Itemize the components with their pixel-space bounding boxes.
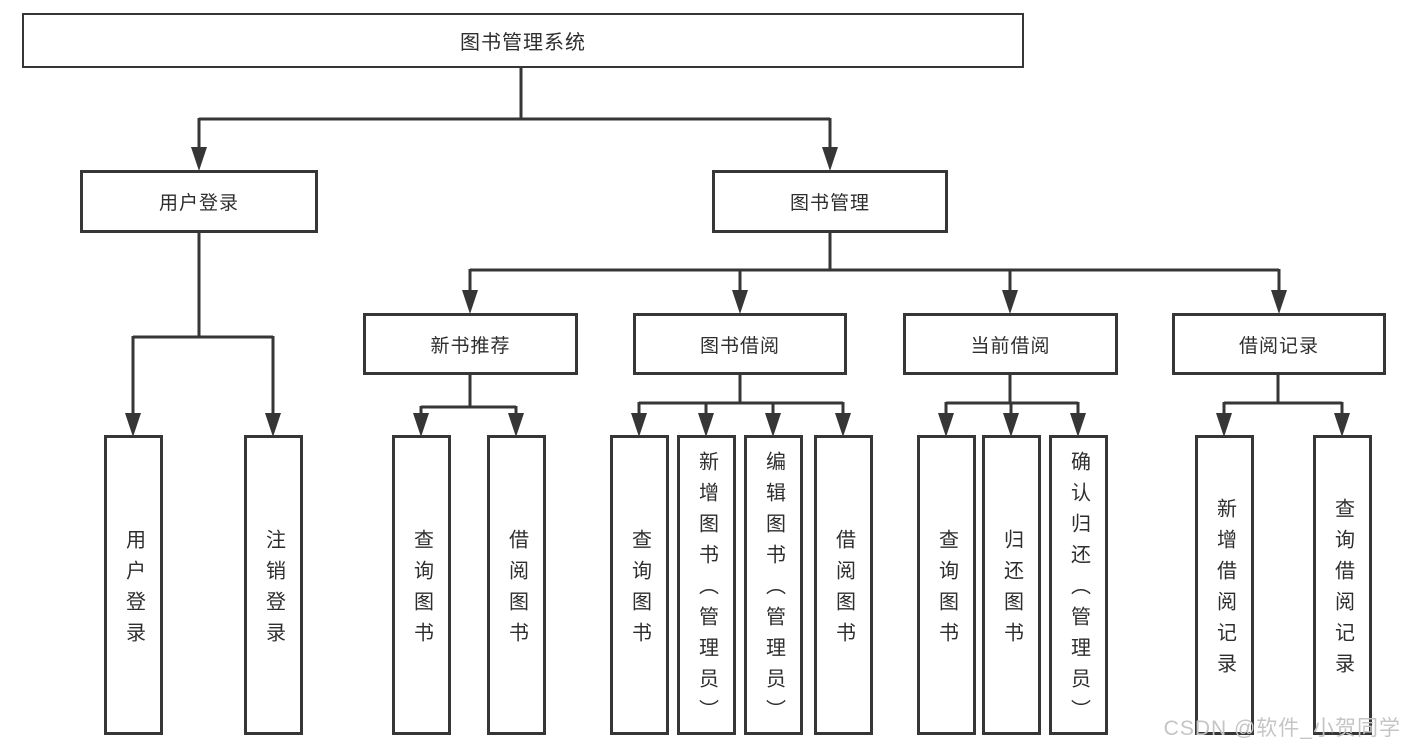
leaf-label: 注销登录 [262, 528, 285, 653]
node-book-management: 图书管理 [712, 170, 948, 233]
leaf-borrow-books: 借阅图书 [814, 435, 873, 735]
node-user-login: 用户登录 [80, 170, 318, 233]
leaf-query-books-current: 查询图书 [917, 435, 976, 735]
leaf-edit-books-admin: 编辑图书（管理员） [744, 435, 803, 735]
leaf-query-borrow-record: 查询借阅记录 [1313, 435, 1372, 735]
connector-current-borrow-to-leaves [938, 374, 1086, 437]
node-current-borrow: 当前借阅 [903, 313, 1118, 375]
leaf-query-books-recommend: 查询图书 [392, 435, 451, 735]
connector-new-book-to-leaves [413, 374, 524, 437]
leaf-query-books-borrow: 查询图书 [610, 435, 669, 735]
leaf-user-login: 用户登录 [104, 435, 163, 735]
connector-user-login-to-leaves [125, 232, 281, 437]
leaf-add-borrow-record: 新增借阅记录 [1195, 435, 1254, 735]
leaf-add-books-admin: 新增图书（管理员） [677, 435, 736, 735]
node-new-book-recommend: 新书推荐 [363, 313, 578, 375]
node-book-borrow: 图书借阅 [633, 313, 847, 375]
leaf-label: 查询图书 [410, 528, 433, 653]
connector-book-mgmt-to-level3 [462, 232, 1287, 314]
leaf-label: 借阅图书 [832, 528, 855, 653]
leaf-label: 确认归还（管理员） [1067, 451, 1090, 730]
csdn-watermark: CSDN @软件_小贺同学 [1163, 717, 1401, 740]
leaf-label: 借阅图书 [505, 528, 528, 653]
leaf-label: 查询图书 [935, 528, 958, 653]
node-root-system: 图书管理系统 [22, 13, 1024, 68]
leaf-label: 查询图书 [628, 528, 651, 653]
leaf-label: 新增图书（管理员） [695, 451, 718, 730]
leaf-label: 查询借阅记录 [1331, 497, 1354, 684]
leaf-label: 新增借阅记录 [1213, 497, 1236, 684]
leaf-confirm-return-admin: 确认归还（管理员） [1049, 435, 1108, 735]
connector-book-borrow-to-leaves [631, 374, 851, 437]
leaf-borrow-books-recommend: 借阅图书 [487, 435, 546, 735]
connector-borrow-record-to-leaves [1216, 374, 1350, 437]
leaf-label: 用户登录 [122, 528, 145, 653]
connector-root-to-level2 [191, 67, 838, 171]
node-borrow-record: 借阅记录 [1172, 313, 1386, 375]
leaf-label: 编辑图书（管理员） [762, 451, 785, 730]
leaf-logout: 注销登录 [244, 435, 303, 735]
leaf-return-books: 归还图书 [982, 435, 1041, 735]
leaf-label: 归还图书 [1000, 528, 1023, 653]
